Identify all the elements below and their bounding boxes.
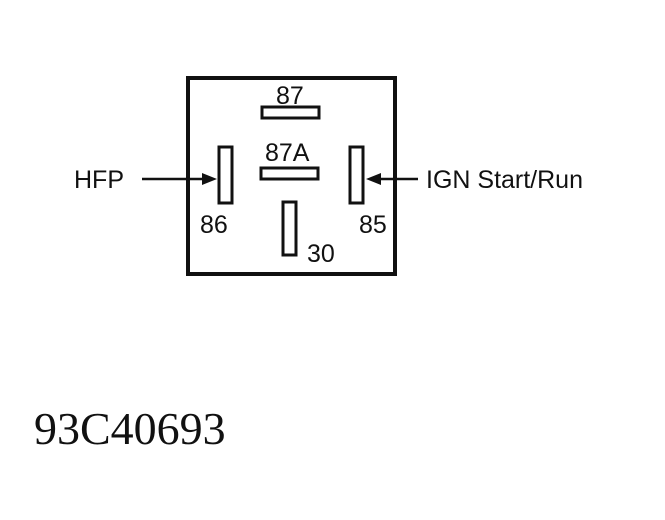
ign-connection-label: IGN Start/Run — [426, 166, 583, 194]
ign-arrowhead-icon — [366, 173, 381, 185]
terminal-87a-pin — [259, 166, 320, 181]
hfp-arrowhead-icon — [202, 173, 217, 185]
terminal-30-pin — [281, 200, 298, 257]
terminal-85-label: 85 — [359, 211, 387, 239]
terminal-87-label: 87 — [276, 82, 304, 110]
terminal-87a-label: 87A — [265, 139, 310, 167]
terminal-85-pin — [348, 145, 365, 205]
figure-id: 93C40693 — [34, 403, 226, 454]
terminal-86-label: 86 — [200, 211, 228, 239]
terminal-86-pin — [217, 145, 234, 205]
relay-housing — [186, 76, 397, 276]
hfp-connection-label: HFP — [74, 166, 124, 194]
terminal-87-pin — [260, 105, 321, 120]
terminal-30-label: 30 — [307, 240, 335, 268]
